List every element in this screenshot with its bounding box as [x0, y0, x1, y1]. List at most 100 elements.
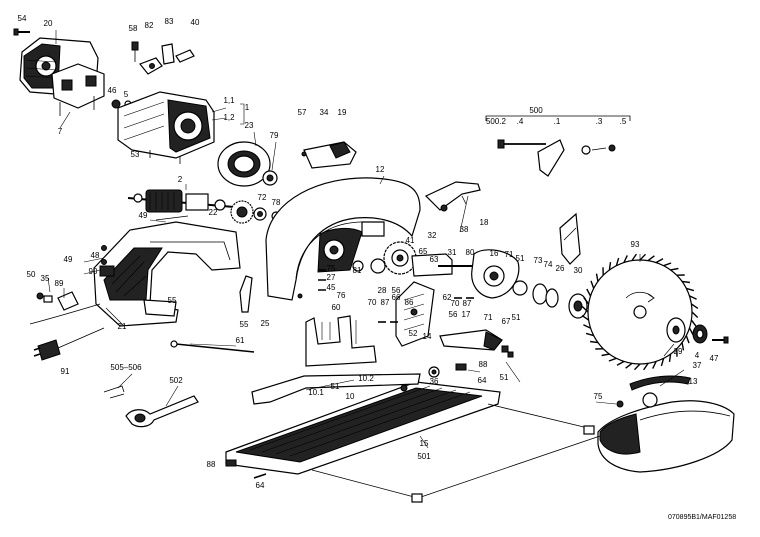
- part-label: 64: [478, 376, 487, 385]
- part-label: 71: [505, 250, 514, 259]
- bracket-55: [239, 275, 253, 313]
- motor-end-cap: [19, 37, 99, 97]
- part-label: 38: [460, 225, 469, 234]
- part-label: 63: [430, 255, 439, 264]
- riving-knife-bolt-set: [485, 115, 631, 177]
- part-label: 16: [490, 249, 499, 258]
- part-label: 76: [337, 291, 346, 300]
- depth-lever-17: [439, 329, 503, 351]
- part-label: 2: [178, 175, 183, 184]
- part-label: 50: [27, 270, 36, 279]
- part-label: 75: [594, 392, 603, 401]
- blade-gear: [370, 241, 417, 275]
- part-label: 4: [695, 351, 700, 360]
- part-label: 88: [479, 360, 488, 369]
- fan-ring: [262, 170, 278, 186]
- part-label: 52: [409, 329, 418, 338]
- part-label: 7: [58, 127, 63, 136]
- part-label: 28: [378, 286, 387, 295]
- part-label: 46: [108, 86, 117, 95]
- rod-61: [170, 340, 255, 353]
- handle: [93, 221, 241, 327]
- part-label: 65: [419, 247, 428, 256]
- part-label: 82: [145, 21, 154, 30]
- part-label: .5: [620, 117, 627, 126]
- part-label: 57: [298, 108, 307, 117]
- stator-coil: [217, 141, 271, 187]
- part-label: 37: [693, 361, 702, 370]
- spindle-gear-case: [411, 249, 528, 299]
- part-label: 500: [529, 106, 543, 115]
- part-label: 55: [240, 320, 249, 329]
- part-label: 14: [423, 332, 432, 341]
- cable-clamp: [36, 291, 79, 311]
- part-label: 51: [512, 313, 521, 322]
- hex-keys: [103, 385, 125, 399]
- part-label: 10.2: [358, 374, 374, 383]
- part-label: 23: [245, 121, 254, 130]
- part-label: 22: [209, 208, 218, 217]
- part-label: 29: [674, 347, 683, 356]
- part-label: .3: [596, 117, 603, 126]
- part-label: 27: [327, 273, 336, 282]
- part-label: 40: [191, 18, 200, 27]
- part-label: 41: [406, 236, 415, 245]
- motor-housing: [117, 91, 215, 164]
- part-label: 87: [381, 298, 390, 307]
- part-label: .1: [554, 117, 561, 126]
- part-label: 32: [428, 231, 437, 240]
- part-label: 19: [338, 108, 347, 117]
- part-label: 1,2: [223, 113, 235, 122]
- part-label: 86: [405, 298, 414, 307]
- part-label: 10: [346, 392, 355, 401]
- part-label: 80: [466, 248, 475, 257]
- brush-clip-parts: [131, 41, 195, 75]
- part-label: 53: [131, 150, 140, 159]
- frame-10: [251, 373, 421, 405]
- knob-36: [428, 366, 440, 378]
- part-label: 15: [420, 439, 429, 448]
- part-label: 67: [502, 317, 511, 326]
- part-label: 31: [448, 248, 457, 257]
- part-label: 58: [129, 24, 138, 33]
- armature: [127, 189, 247, 213]
- part-label: 51: [500, 373, 509, 382]
- part-label: 25: [261, 319, 270, 328]
- part-label: 49: [139, 211, 148, 220]
- part-label: 30: [574, 266, 583, 275]
- part-label: 60: [332, 303, 341, 312]
- part-label: 21: [118, 322, 127, 331]
- part-label: 36: [430, 377, 439, 386]
- part-label: 81: [353, 266, 362, 275]
- part-label: 501: [417, 452, 431, 461]
- part-label: 34: [320, 108, 329, 117]
- part-label: 93: [631, 240, 640, 249]
- part-label: 1,1: [223, 96, 235, 105]
- blade-bolt: [692, 324, 708, 344]
- screw-47: [712, 336, 729, 344]
- part-label: 62: [443, 293, 452, 302]
- screw-54: [13, 28, 30, 36]
- small-screws-70-87: [378, 297, 514, 358]
- power-cord: [29, 303, 105, 361]
- part-label: 56: [392, 286, 401, 295]
- part-label: 35: [41, 274, 50, 283]
- part-label: 56: [449, 310, 458, 319]
- part-label: 505–506: [110, 363, 142, 372]
- part-label: 55: [168, 296, 177, 305]
- clip-88: [225, 363, 467, 467]
- rip-fence-501: [311, 403, 601, 503]
- riving-knife: [559, 212, 581, 265]
- outer-flange: [666, 317, 686, 343]
- bevel-bracket: [305, 281, 435, 367]
- part-label: 74: [544, 260, 553, 269]
- inner-flange: [568, 293, 588, 319]
- part-label: 10.1: [308, 388, 324, 397]
- part-label: 48: [91, 251, 100, 260]
- spindle-lock: [301, 141, 357, 169]
- part-label: 90: [89, 267, 98, 276]
- housing-screws: [318, 260, 364, 291]
- saw-blade: [581, 253, 699, 371]
- pinion-gear: [230, 200, 254, 224]
